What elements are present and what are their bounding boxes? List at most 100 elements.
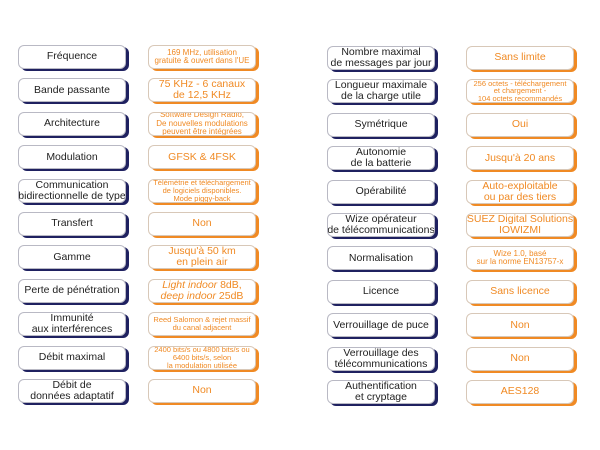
spec-value-line: 2400 bits/s ou 4800 bits/s ou: [154, 345, 250, 354]
spec-value-line: SUEZ Digital Solutions: [466, 213, 574, 225]
spec-value-line: 104 octets recommandés: [477, 94, 563, 104]
spec-label-line: bidirectionnelle de type: [18, 189, 126, 202]
spec-value: Sans licence: [466, 279, 574, 304]
spec-label: Gamme: [18, 245, 126, 270]
spec-value-line: Sans limite: [494, 51, 546, 64]
spec-label-line: Verrouillage des: [343, 346, 419, 359]
spec-label-line: Verrouillage de puce: [333, 318, 429, 331]
spec-value: Non: [466, 346, 574, 371]
spec-label-line: Perte de pénétration: [24, 284, 120, 297]
spec-value-line: Light indoor 8dB,: [162, 278, 242, 291]
spec-label-line: Débit maximal: [38, 351, 106, 364]
spec-label-line: données adaptatif: [30, 390, 114, 402]
spec-label-line: de messages par jour: [330, 57, 432, 69]
spec-value-line: 256 octets - téléchargement: [473, 79, 567, 88]
spec-label-line: télécommunications: [334, 357, 428, 370]
spec-label-line: de télécommunications: [327, 224, 435, 236]
spec-label-line: Communication: [35, 178, 109, 191]
spec-value: Sans limite: [466, 46, 574, 70]
spec-value-line: sur la norme EN13757-x: [476, 257, 564, 267]
spec-label-line: Opérabilité: [355, 185, 407, 198]
spec-label: Symétrique: [327, 112, 435, 137]
spec-value-line: Non: [510, 318, 530, 331]
spec-label-line: Immunité: [50, 312, 94, 325]
spec-label: Bande passante: [18, 78, 126, 103]
spec-value-line: 169 MHz, utilisation: [167, 47, 237, 57]
spec-label-line: Débit de: [52, 379, 92, 391]
spec-value: AES128: [466, 380, 574, 404]
spec-value: Light indoor 8dB,deep indoor 25dB: [148, 278, 256, 303]
spec-label-line: Gamme: [53, 250, 91, 263]
spec-value-line: De nouvelles modulations: [156, 118, 248, 128]
spec-value-line: ou par des tiers: [483, 190, 557, 203]
spec-value-line: peuvent être intégrées: [162, 127, 242, 136]
spec-label: Verrouillage de puce: [327, 313, 435, 338]
spec-value-line: 6400 bits/s, selon: [172, 352, 232, 362]
spec-label-line: de la charge utile: [341, 90, 421, 103]
spec-value-line: gratuite & ouvert dans l'UE: [154, 56, 250, 65]
spec-value-line: Wize 1.0, basé: [493, 249, 547, 258]
spec-value: Non: [466, 313, 574, 338]
spec-value-line: et chargement -: [493, 86, 547, 96]
spec-value-line: Non: [192, 217, 212, 230]
spec-label-line: Symétrique: [354, 118, 408, 131]
spec-value-line: Non: [510, 352, 530, 365]
spec-value-line: Non: [192, 384, 212, 397]
spec-label-line: Fréquence: [46, 50, 98, 63]
spec-value-line: GFSK & 4FSK: [168, 150, 236, 163]
spec-value: Jusqu'à 20 ans: [466, 146, 574, 171]
spec-label-line: Transfert: [51, 217, 93, 230]
spec-label-line: Autonomie: [355, 146, 407, 159]
spec-value: Non: [148, 212, 256, 236]
spec-label-line: Normalisation: [348, 251, 414, 264]
spec-value-line: Jusqu'à 50 km: [168, 245, 236, 258]
spec-label-line: et cryptage: [355, 391, 407, 403]
spec-label: Modulation: [18, 145, 126, 170]
spec-label: Licence: [327, 279, 435, 304]
spec-label-line: aux interférences: [31, 323, 113, 336]
spec-value-line: Jusqu'à 20 ans: [484, 151, 556, 164]
spec-label-line: Nombre maximal: [341, 46, 421, 58]
spec-label: Normalisation: [327, 246, 435, 271]
spec-label-line: Architecture: [43, 117, 101, 130]
spec-value-line: de logiciels disponibles.: [162, 185, 242, 195]
spec-value-line: Auto-exploitable: [482, 179, 558, 192]
spec-label: Fréquence: [18, 45, 126, 69]
spec-value-line: Reed Salomon & rejet massif: [153, 315, 251, 325]
spec-value-line: Oui: [511, 118, 529, 131]
spec-label-line: de la batterie: [350, 157, 412, 170]
spec-value-line: Télémétrie et téléchargement: [153, 178, 251, 187]
spec-label: Architecture: [18, 111, 126, 136]
spec-label-line: Modulation: [46, 150, 98, 163]
spec-value-line: Mode piggy-back: [173, 193, 231, 203]
spec-label-line: Bande passante: [34, 83, 110, 96]
spec-label-line: Longueur maximale: [334, 79, 428, 92]
spec-value-line: Sans licence: [490, 285, 550, 298]
spec-value: Oui: [466, 112, 574, 137]
spec-value-line: de 12,5 KHz: [173, 89, 231, 102]
spec-value-line: du canal adjacent: [172, 323, 232, 333]
spec-label-line: Licence: [362, 285, 400, 298]
spec-value-line: IOWIZMI: [499, 224, 541, 236]
spec-label: Transfert: [18, 212, 126, 236]
spec-value: Software Design Radio,De nouvelles modul…: [148, 111, 256, 136]
spec-label: Perte de pénétration: [18, 278, 126, 303]
